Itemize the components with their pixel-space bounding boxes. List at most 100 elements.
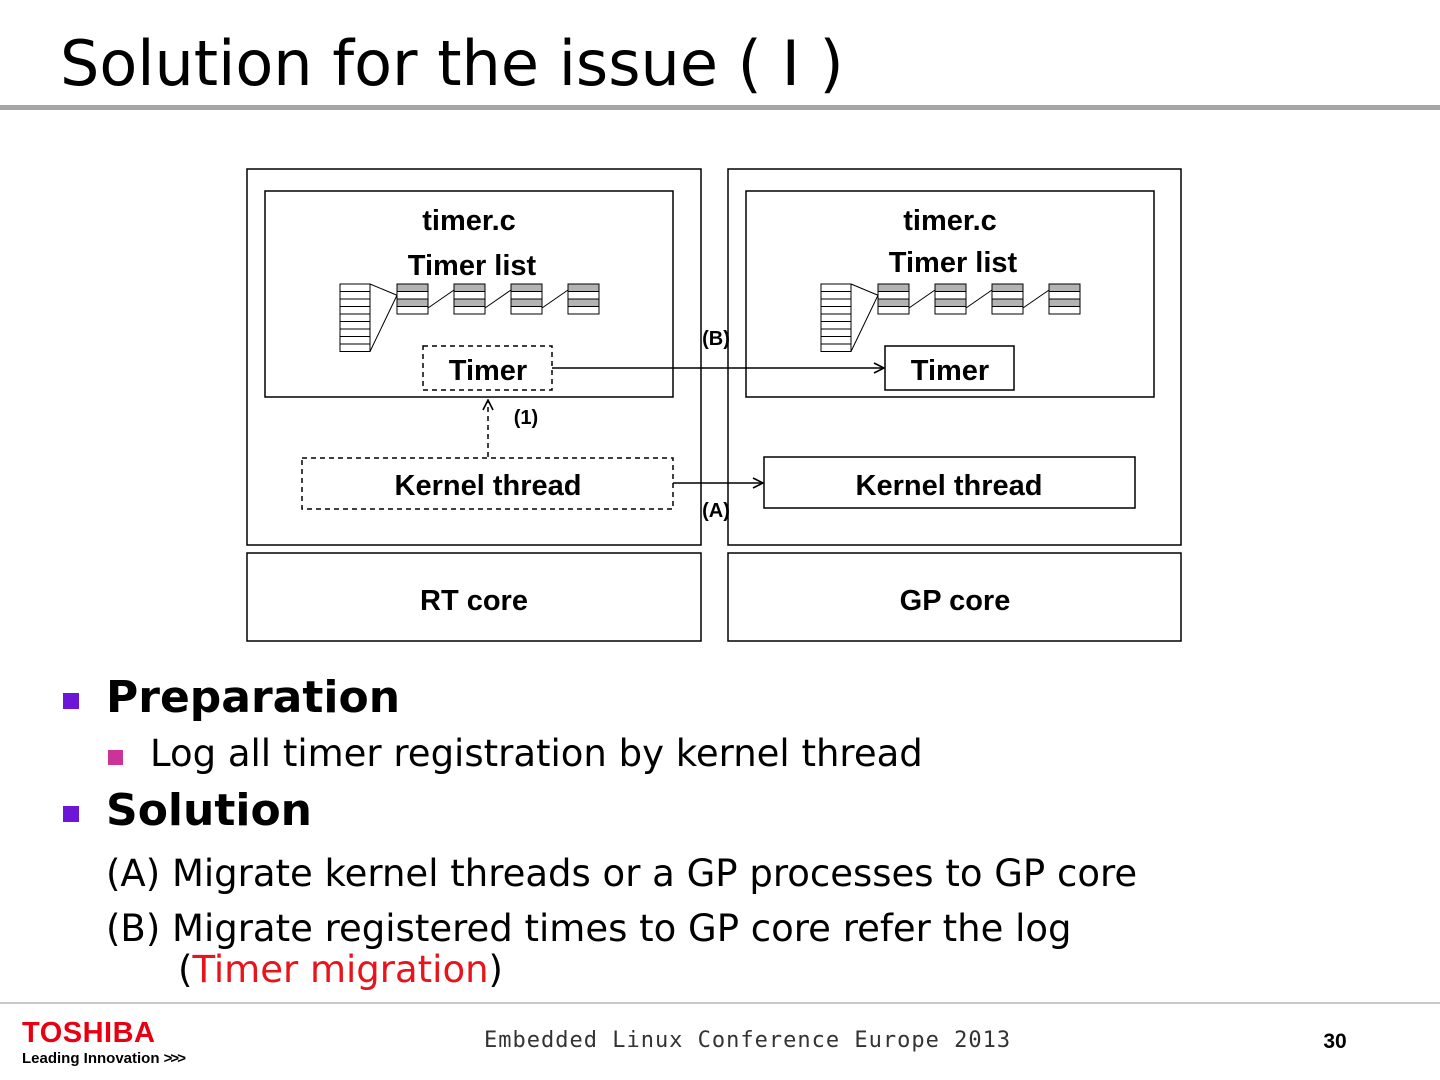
timer-node-cell: [991, 298, 1024, 307]
timer-node-cell: [877, 298, 910, 307]
rt-kernel-thread-label: Kernel thread: [395, 470, 582, 502]
list-link: [850, 295, 879, 352]
paren-open: (: [178, 948, 193, 991]
footer-divider: [0, 1002, 1440, 1004]
timer-node-cell: [396, 283, 429, 292]
solution-heading: Solution: [106, 785, 312, 836]
list-link: [369, 283, 398, 296]
timer-node-cell: [877, 306, 910, 315]
gp-timer-box: [884, 345, 1015, 391]
timer-node-cell: [1048, 306, 1081, 315]
title-divider: [0, 105, 1440, 110]
gp-timer-label: Timer: [911, 355, 989, 387]
bucket-cell: [339, 283, 371, 292]
timer-node-cell: [934, 306, 967, 315]
timer-migration-highlight: Timer migration: [192, 948, 489, 991]
bucket-cell: [339, 298, 371, 307]
timer-node-cell: [567, 306, 600, 315]
timer-node-cell: [877, 283, 910, 292]
timer-node-cell: [934, 291, 967, 300]
bucket-cell: [339, 336, 371, 345]
bucket-cell: [820, 291, 852, 300]
timer-node-cell: [453, 306, 486, 315]
rt-timer-label: Timer: [449, 355, 527, 387]
list-link: [427, 289, 455, 309]
rt-timer-box-dashed: [422, 345, 553, 391]
timer-node-cell: [510, 298, 543, 307]
page-number: 30: [1323, 1030, 1347, 1053]
list-link: [541, 289, 569, 309]
bucket-cell: [339, 291, 371, 300]
bucket-cell: [820, 283, 852, 292]
bucket-cell: [339, 306, 371, 315]
rt-core-box: [246, 552, 702, 642]
bucket-cell: [339, 328, 371, 337]
logo-name: TOSHIBA: [22, 1017, 156, 1049]
bucket-cell: [820, 298, 852, 307]
bucket-cell: [820, 321, 852, 330]
list-link: [850, 283, 879, 296]
registration-arrow-label: (1): [514, 407, 538, 429]
timer-node-cell: [1048, 283, 1081, 292]
timer-node-cell: [934, 283, 967, 292]
list-link: [965, 289, 993, 309]
preparation-item-bullet-icon: [108, 750, 123, 765]
preparation-item: Log all timer registration by kernel thr…: [150, 732, 923, 775]
logo-tagline-text: Leading Innovation: [22, 1050, 160, 1067]
rt-core-system-box: [246, 168, 702, 546]
timer-node-cell: [934, 298, 967, 307]
timer-node-cell: [453, 291, 486, 300]
timer-node-cell: [510, 306, 543, 315]
toshiba-logo: TOSHIBA Leading Innovation >>>: [22, 1017, 186, 1070]
timer-migration-diagram: timer.c Timer list timer.c Timer list Ti…: [246, 168, 1182, 642]
footer-conference: Embedded Linux Conference Europe 2013: [484, 1028, 1012, 1053]
bucket-cell: [820, 313, 852, 322]
bucket-cell: [820, 336, 852, 345]
list-link: [908, 289, 936, 309]
gp-core-box: [727, 552, 1182, 642]
timer-node-cell: [510, 291, 543, 300]
rt-timer-list-label: Timer list: [408, 250, 537, 282]
gp-timer-list-label: Timer list: [889, 247, 1018, 279]
bucket-cell: [820, 343, 852, 352]
page-title: Solution for the issue ( I ): [60, 27, 844, 100]
logo-tagline: Leading Innovation >>>: [22, 1048, 186, 1070]
timer-node-cell: [453, 298, 486, 307]
timer-node-cell: [991, 283, 1024, 292]
timer-node-cell: [567, 298, 600, 307]
timer-node-cell: [1048, 298, 1081, 307]
chevron-right-icon: >>>: [163, 1050, 186, 1067]
bucket-cell: [339, 343, 371, 352]
timer-node-cell: [1048, 291, 1081, 300]
gp-kernel-thread-box: [763, 456, 1136, 509]
rt-timer-list-structure: [339, 283, 600, 352]
paren-close: ): [488, 948, 503, 991]
thread-migration-arrow-label: (A): [702, 500, 730, 522]
timer-node-cell: [453, 283, 486, 292]
gp-timer-c-box: [745, 190, 1155, 398]
rt-file-label: timer.c: [422, 205, 516, 237]
timer-node-cell: [877, 291, 910, 300]
gp-kernel-thread-label: Kernel thread: [856, 470, 1043, 502]
gp-timer-list-structure: [820, 283, 1081, 352]
bucket-cell: [820, 306, 852, 315]
timer-node-cell: [567, 291, 600, 300]
solution-line-b-continuation: (Timer migration): [178, 948, 503, 992]
timer-node-cell: [396, 298, 429, 307]
bucket-cell: [339, 321, 371, 330]
timer-node-cell: [567, 283, 600, 292]
rt-core-label: RT core: [420, 585, 528, 617]
timer-migration-arrow-label: (B): [702, 328, 730, 350]
preparation-heading: Preparation: [106, 672, 401, 723]
timer-node-cell: [991, 291, 1024, 300]
solution-line-b: (B) Migrate registered times to GP core …: [106, 907, 1072, 950]
timer-node-cell: [991, 306, 1024, 315]
timer-node-cell: [510, 283, 543, 292]
timer-node-cell: [396, 291, 429, 300]
list-link: [1022, 289, 1050, 309]
preparation-bullet-icon: [63, 693, 79, 709]
timer-node-cell: [396, 306, 429, 315]
bucket-cell: [339, 313, 371, 322]
list-link: [369, 295, 398, 352]
gp-core-label: GP core: [900, 585, 1011, 617]
